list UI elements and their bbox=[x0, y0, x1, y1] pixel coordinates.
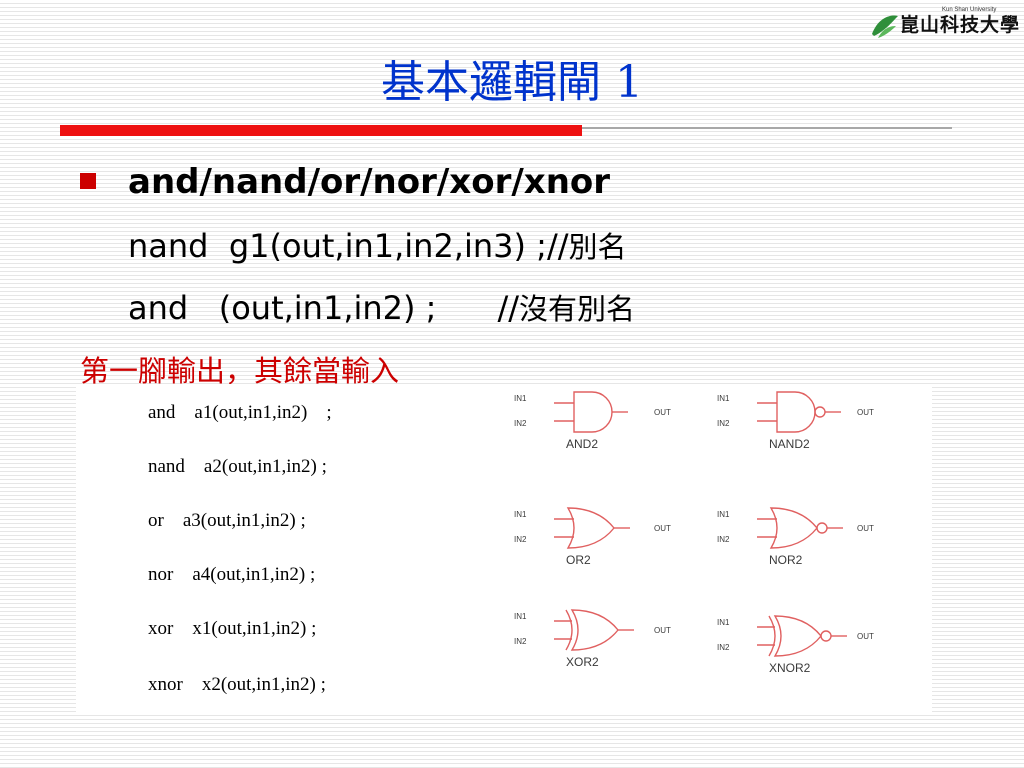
logo-chinese: 崑山科技大學 bbox=[900, 14, 1021, 36]
gate-examples-panel: and a1(out,in1,in2) ; nand a2(out,in1,in… bbox=[76, 384, 932, 714]
example-nor: nor a4(out,in1,in2) ; bbox=[148, 564, 316, 585]
gate-symbols: IN1IN2OUTAND2IN1IN2OUTNAND2IN1IN2OUTOR2I… bbox=[514, 391, 874, 675]
gate-name-label: XNOR2 bbox=[769, 661, 811, 675]
gate-out-label: OUT bbox=[857, 632, 874, 641]
example-nand: nand a2(out,in1,in2) ; bbox=[148, 456, 327, 477]
code-line-2-code: and (out,in1,in2) ; // bbox=[128, 289, 520, 327]
pin-order-note: 第一腳輸出，其餘當輸入 bbox=[80, 354, 400, 388]
gate-name-label: NAND2 bbox=[769, 437, 810, 451]
gate-name-label: NOR2 bbox=[769, 553, 803, 567]
gate-out-label: OUT bbox=[654, 626, 671, 635]
leaf-icon bbox=[872, 15, 898, 38]
gate-out-label: OUT bbox=[857, 408, 874, 417]
gate-name-label: XOR2 bbox=[566, 655, 599, 669]
gate-in2-label: IN2 bbox=[514, 535, 527, 544]
university-logo: Kun Shan University 崑山科技大學 bbox=[868, 4, 1019, 44]
code-line-1-code: nand g1(out,in1,in2,in3) ;// bbox=[128, 227, 569, 265]
title-accent-bar bbox=[60, 125, 582, 136]
slide-title: 基本邏輯閘 1 bbox=[381, 57, 643, 108]
example-xnor: xnor x2(out,in1,in2) ; bbox=[148, 674, 326, 695]
gate-in2-label: IN2 bbox=[514, 637, 527, 646]
gate-in1-label: IN1 bbox=[514, 510, 527, 519]
gate-in1-label: IN1 bbox=[717, 618, 730, 627]
gate-name-label: OR2 bbox=[566, 553, 591, 567]
example-xor: xor x1(out,in1,in2) ; bbox=[148, 618, 317, 639]
bullet-heading: and/nand/or/nor/xor/xnor bbox=[128, 162, 611, 202]
code-line-1-comment: 別名 bbox=[568, 230, 627, 264]
gate-out-label: OUT bbox=[857, 524, 874, 533]
code-line-2-comment: 沒有別名 bbox=[519, 292, 636, 326]
gate-in1-label: IN1 bbox=[514, 612, 527, 621]
gate-in2-label: IN2 bbox=[717, 535, 730, 544]
code-line-2: and (out,in1,in2) ; //沒有別名 bbox=[128, 286, 635, 328]
bullet-square-icon bbox=[80, 173, 96, 189]
gate-in1-label: IN1 bbox=[514, 394, 527, 403]
gate-in2-label: IN2 bbox=[717, 419, 730, 428]
gate-name-label: AND2 bbox=[566, 437, 598, 451]
gate-out-label: OUT bbox=[654, 408, 671, 417]
gate-out-label: OUT bbox=[654, 524, 671, 533]
code-line-1: nand g1(out,in1,in2,in3) ;//別名 bbox=[128, 224, 627, 266]
logo-english: Kun Shan University bbox=[942, 7, 997, 13]
gate-in2-label: IN2 bbox=[717, 643, 730, 652]
gate-in1-label: IN1 bbox=[717, 394, 730, 403]
example-or: or a3(out,in1,in2) ; bbox=[148, 510, 306, 531]
gate-in2-label: IN2 bbox=[514, 419, 527, 428]
example-and: and a1(out,in1,in2) ; bbox=[148, 402, 332, 423]
gate-in1-label: IN1 bbox=[717, 510, 730, 519]
